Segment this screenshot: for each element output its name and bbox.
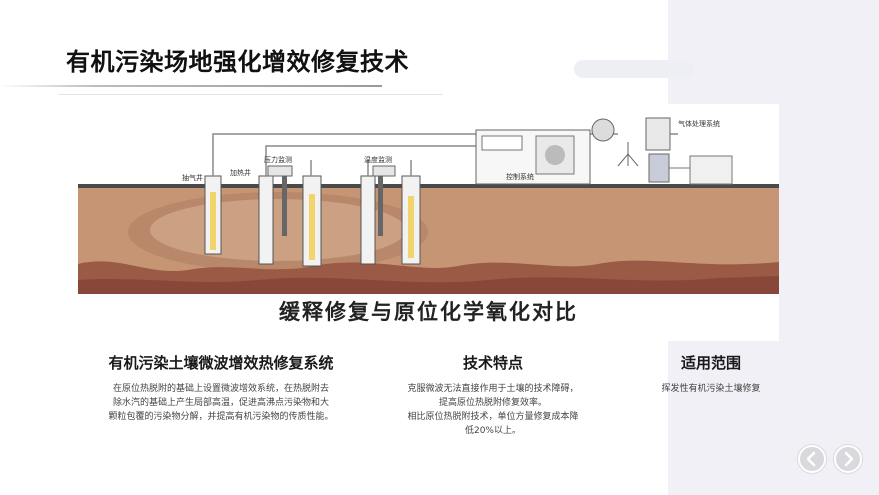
heating-well-2 [302, 175, 322, 267]
heating-well-3 [401, 175, 421, 265]
chevron-right-icon [834, 445, 862, 473]
control-system [475, 129, 591, 185]
figure-caption: 缓释修复与原位化学氧化对比 [279, 300, 578, 324]
column-heading: 适用范围 [680, 354, 741, 372]
text-line: 挥发性有机污染土壤修复 [661, 384, 761, 394]
label-extraction-well: 抽气井 [182, 173, 203, 182]
column-heading: 技术特点 [462, 354, 523, 372]
column-microwave-system: 有机污染土壤微波增效热修复系统 在原位热脱附的基础上设置微波增效系统，在热脱附去… [90, 352, 352, 424]
previous-slide-button[interactable] [797, 444, 827, 474]
column-text: 挥发性有机污染土壤修复 [636, 382, 786, 396]
gas-treatment-system [645, 117, 733, 185]
label-control-system: 控制系统 [506, 172, 534, 181]
text-line: 在原位热脱附的基础上设置微波增效系统，在热脱附去 [112, 384, 329, 394]
label-heating-well: 加热井 [230, 168, 251, 177]
column-heading: 有机污染土壤微波增效热修复系统 [108, 354, 334, 372]
title-divider [58, 94, 443, 95]
text-line: 除水汽的基础上产生局部高温，促进高沸点污染物和大 [112, 398, 329, 408]
column-tech-features: 技术特点 克服微波无法直接作用于土壤的技术障碍， 提高原位热脱附修复效率。 相比… [392, 352, 594, 438]
text-line: 克服微波无法直接作用于土壤的技术障碍， [407, 384, 579, 394]
title-underline [0, 85, 382, 87]
blower [591, 118, 639, 167]
label-gas-treatment: 气体处理系统 [678, 119, 720, 128]
chevron-left-icon [798, 445, 826, 473]
text-line: 颗粒包覆的污染物分解，并提高有机污染物的传质性能。 [108, 412, 334, 422]
label-temperature-monitor: 温度监测 [364, 155, 392, 164]
text-line: 相比原位热脱附技术，单位方量修复成本降 [407, 412, 579, 422]
text-line: 低20%以上。 [464, 426, 521, 436]
column-text: 在原位热脱附的基础上设置微波增效系统，在热脱附去 除水汽的基础上产生局部高温，促… [90, 382, 352, 424]
text-line: 提高原位热脱附修复效率。 [438, 398, 547, 408]
ground-surface [78, 184, 779, 188]
extraction-well [204, 175, 222, 255]
heating-well [258, 175, 274, 265]
column-application-scope: 适用范围 挥发性有机污染土壤修复 [636, 352, 786, 396]
page-title: 有机污染场地强化增效修复技术 [66, 48, 409, 76]
temperature-monitor-box [372, 165, 396, 177]
next-slide-button[interactable] [833, 444, 863, 474]
label-pressure-monitor: 压力监测 [264, 155, 292, 164]
remediation-diagram: 抽气井 加热井 压力监测 温度监测 控制系统 气体处理系统 [78, 104, 779, 341]
pressure-monitor-well [282, 176, 287, 236]
column-text: 克服微波无法直接作用于土壤的技术障碍， 提高原位热脱附修复效率。 相比原位热脱附… [392, 382, 594, 438]
pressure-monitor-box [267, 165, 293, 177]
